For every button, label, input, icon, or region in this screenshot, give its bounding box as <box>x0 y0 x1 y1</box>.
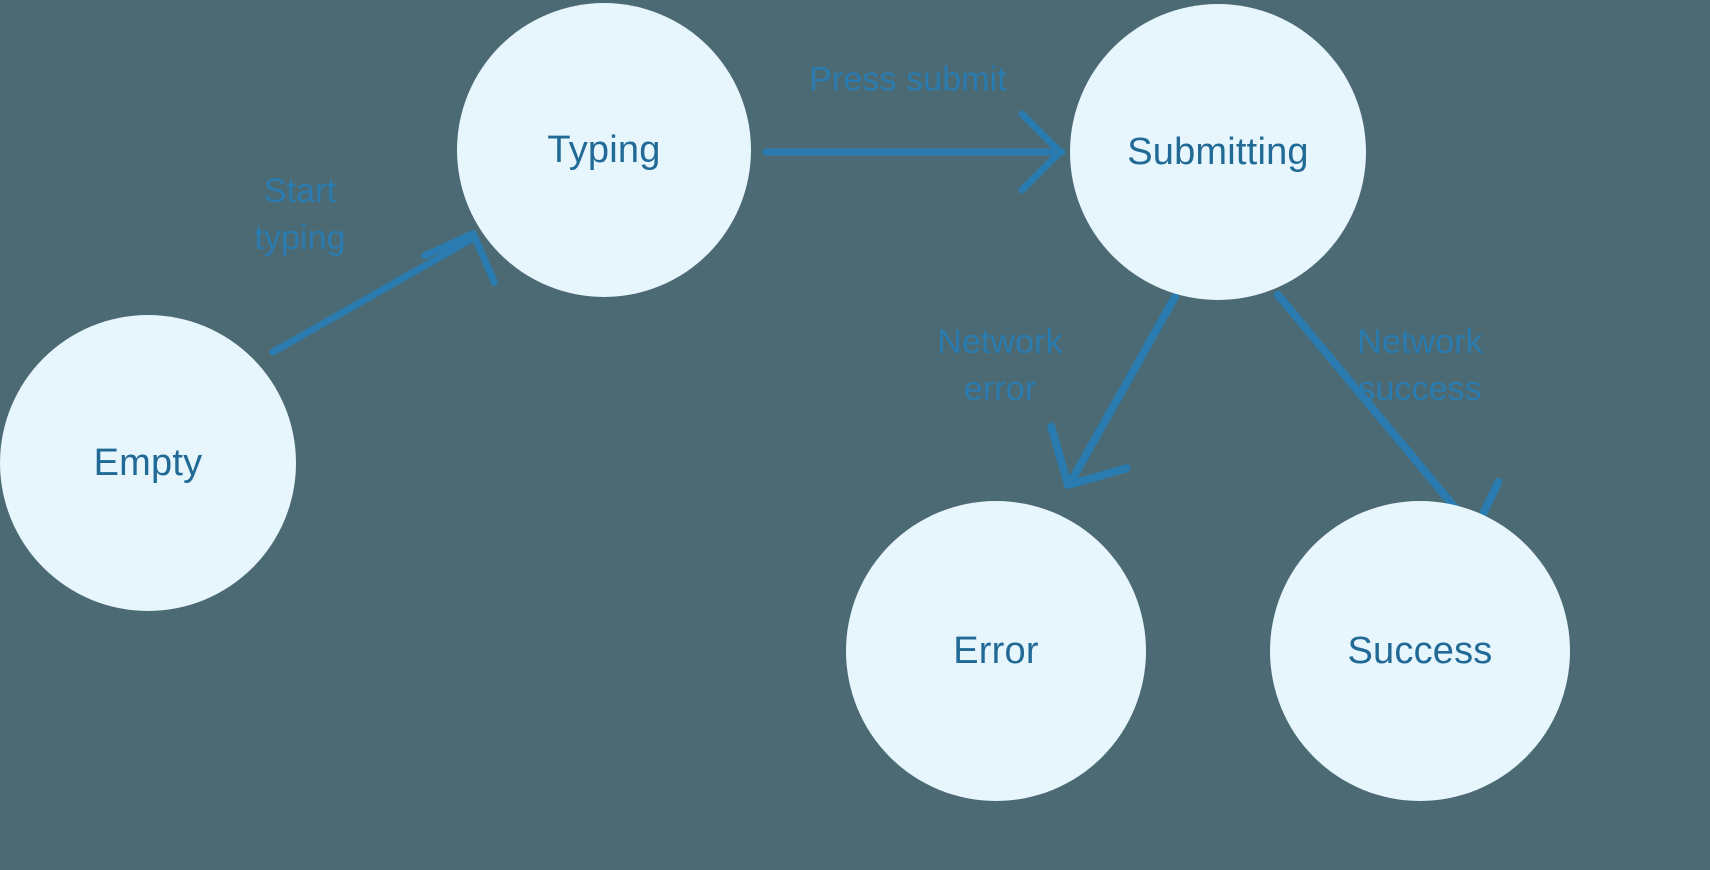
state-node-empty[interactable]: Empty <box>0 315 296 611</box>
edge-label-network-success: Network success <box>1357 323 1483 408</box>
state-node-error-label: Error <box>953 630 1039 672</box>
state-node-success[interactable]: Success <box>1270 501 1570 801</box>
arrowhead-submitting-to-error <box>1047 422 1131 489</box>
state-node-submitting-label: Submitting <box>1127 131 1309 173</box>
state-node-submitting[interactable]: Submitting <box>1070 4 1366 300</box>
edge-label-press-submit: Press submit <box>809 60 1007 99</box>
edge-typing-to-submitting <box>762 110 1066 194</box>
edge-line-empty-to-typing <box>269 236 474 356</box>
state-node-typing[interactable]: Typing <box>457 3 751 297</box>
edge-line-submitting-to-success <box>1274 291 1476 532</box>
state-node-success-label: Success <box>1347 630 1493 672</box>
state-node-empty-label: Empty <box>93 442 203 484</box>
edge-label-network-error: Network error <box>937 323 1063 408</box>
edge-submitting-to-error <box>1047 293 1179 489</box>
state-node-typing-label: Typing <box>547 129 661 171</box>
edge-label-start-typing: Start typing <box>254 172 346 257</box>
edge-empty-to-typing <box>269 230 498 356</box>
arrowhead-empty-to-typing <box>421 230 498 286</box>
arrowhead-typing-to-submitting <box>1018 110 1064 194</box>
edge-line-submitting-to-error <box>1069 293 1179 482</box>
state-node-error[interactable]: Error <box>846 501 1146 801</box>
